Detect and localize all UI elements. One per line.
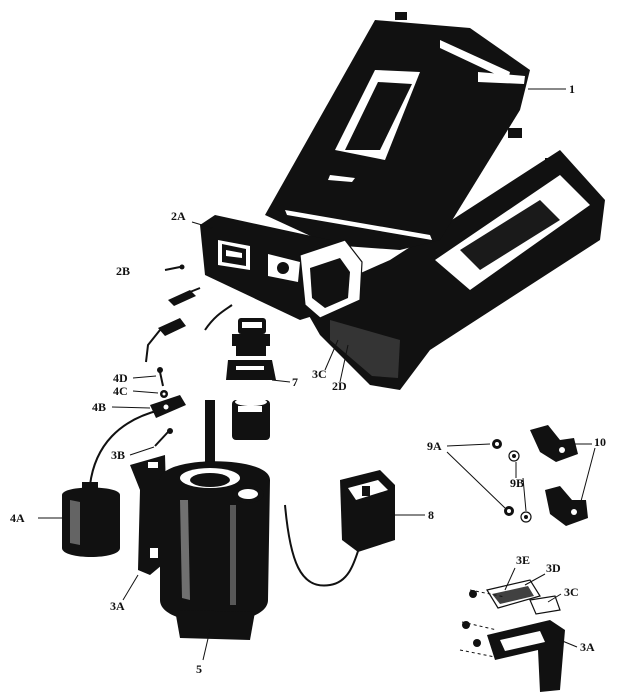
label-9a: 9A xyxy=(427,439,442,453)
washer-part-9b-upper xyxy=(508,450,520,462)
wire-clips xyxy=(145,287,233,363)
power-adapter-part-8 xyxy=(284,470,395,587)
clamp-part-10-upper xyxy=(530,425,578,462)
nut-part-9a-upper xyxy=(492,439,502,449)
washer-part-4c xyxy=(160,390,168,398)
control-panel-part-2a xyxy=(200,215,363,320)
screw-part-2b xyxy=(164,264,185,271)
screw-part-4d xyxy=(157,367,164,387)
float-switch-part-4a xyxy=(62,409,161,557)
label-4a: 4A xyxy=(10,511,25,525)
label-3c-detail: 3C xyxy=(564,585,579,599)
label-4c: 4C xyxy=(113,384,128,398)
label-4b: 4B xyxy=(92,400,106,414)
fitting-part-7 xyxy=(226,318,276,440)
label-3b: 3B xyxy=(111,448,125,462)
label-3c: 3C xyxy=(312,367,327,381)
screw-part-3b xyxy=(154,428,173,447)
label-2b: 2B xyxy=(116,264,130,278)
label-2d: 2D xyxy=(332,379,347,393)
label-3d: 3D xyxy=(546,561,561,575)
label-8: 8 xyxy=(428,508,434,522)
label-3e: 3E xyxy=(516,553,530,567)
leader-lines xyxy=(38,88,596,661)
label-3a: 3A xyxy=(110,599,125,613)
label-3a-detail: 3A xyxy=(580,640,595,654)
washer-part-9b-lower xyxy=(520,511,532,523)
label-5: 5 xyxy=(196,662,202,676)
label-7: 7 xyxy=(292,375,298,389)
callout-labels: 1 2A 2B 3C 2D 7 4D 4C 4B 3B 4A 3A 5 8 9A… xyxy=(10,82,606,676)
bracket-detail-assembly xyxy=(459,579,565,692)
label-9b: 9B xyxy=(510,476,524,490)
clamp-part-10-lower xyxy=(545,486,588,526)
clamp-part-4b xyxy=(150,395,186,418)
label-1: 1 xyxy=(569,82,575,96)
nut-part-9a-lower xyxy=(504,506,514,516)
case-part-1 xyxy=(265,12,605,390)
label-4d: 4D xyxy=(113,371,128,385)
pump-part-5 xyxy=(130,400,270,640)
label-2a: 2A xyxy=(171,209,186,223)
label-10: 10 xyxy=(594,435,606,449)
